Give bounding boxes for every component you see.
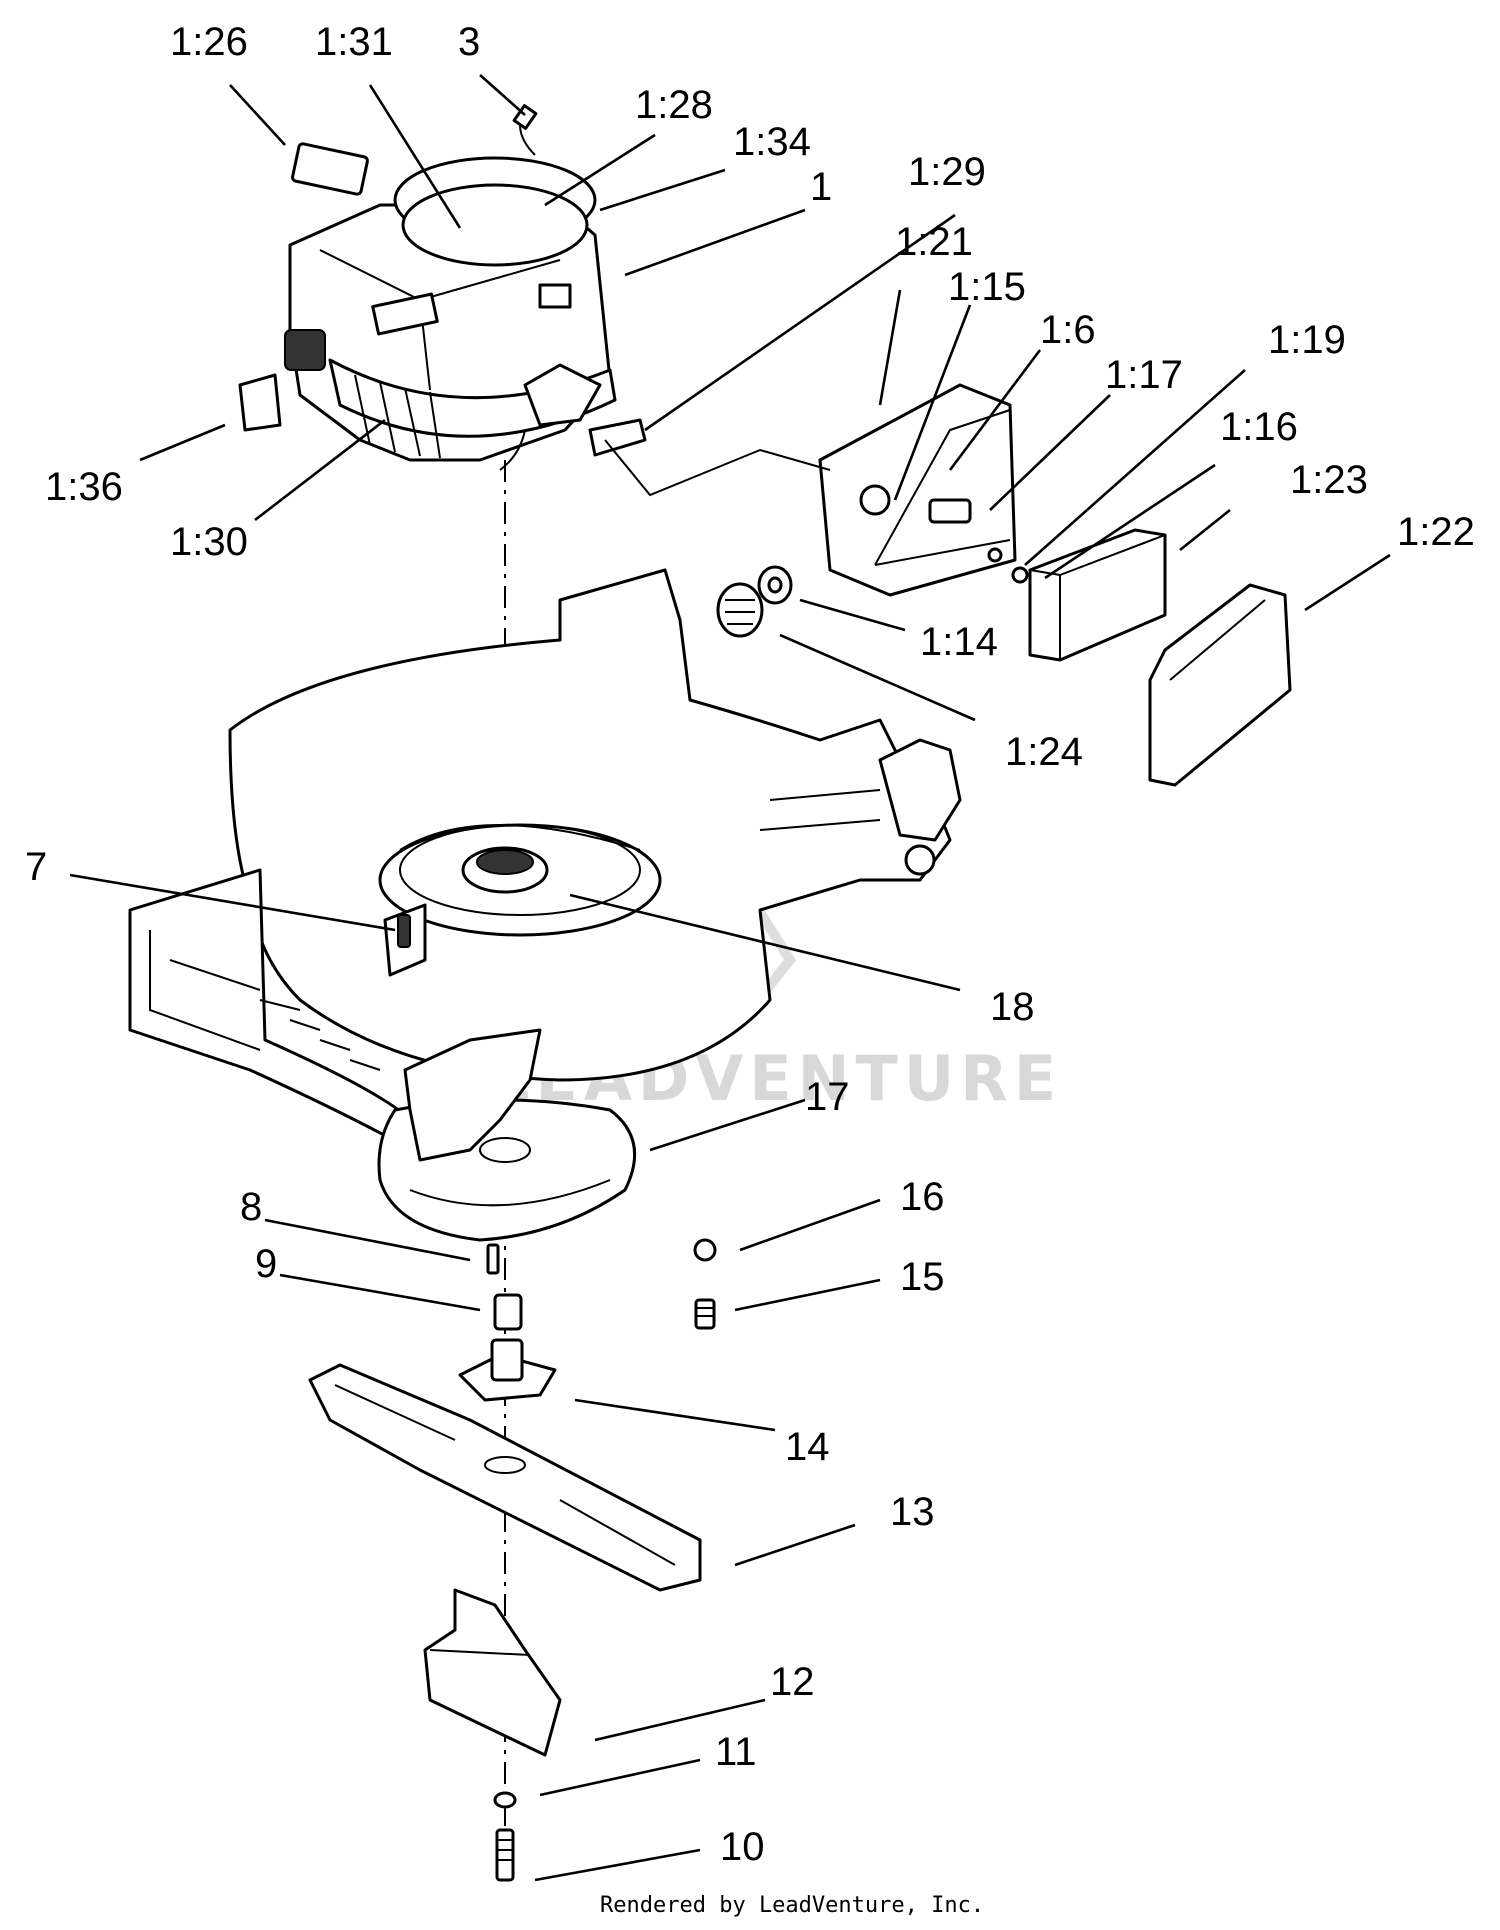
callout-1-19: 1:19 xyxy=(1268,318,1346,362)
callout-1-23: 1:23 xyxy=(1290,458,1368,502)
callout-1-29: 1:29 xyxy=(908,150,986,194)
footer-credit: Rendered by LeadVenture, Inc. xyxy=(600,1893,984,1918)
callout-1-22: 1:22 xyxy=(1397,510,1475,554)
callout-1-31: 1:31 xyxy=(315,20,393,64)
blade xyxy=(308,1363,702,1592)
callout-1-24: 1:24 xyxy=(1005,730,1083,774)
blade-adapter xyxy=(458,1243,557,1402)
callout-15: 15 xyxy=(900,1255,945,1299)
callout-1-14: 1:14 xyxy=(920,620,998,664)
hardware-nut-bolt xyxy=(693,1238,717,1330)
callout-13: 13 xyxy=(890,1490,935,1534)
baffle xyxy=(377,1028,637,1242)
callout-7: 7 xyxy=(25,845,47,889)
callout-1-16: 1:16 xyxy=(1220,405,1298,449)
callout-17: 17 xyxy=(805,1075,850,1119)
callout-18: 18 xyxy=(990,985,1035,1029)
blade-bolt xyxy=(493,1791,517,1882)
callout-1-28: 1:28 xyxy=(635,83,713,127)
callout-1-6: 1:6 xyxy=(1040,308,1096,352)
callout-16: 16 xyxy=(900,1175,945,1219)
callout-1: 1 xyxy=(810,165,832,209)
callout-1-34: 1:34 xyxy=(733,120,811,164)
callout-10: 10 xyxy=(720,1825,765,1869)
callout-1-21: 1:21 xyxy=(895,220,973,264)
callout-14: 14 xyxy=(785,1425,830,1469)
callout-1-30: 1:30 xyxy=(170,520,248,564)
mulching-plate xyxy=(423,1588,562,1757)
callout-1-36: 1:36 xyxy=(45,465,123,509)
callout-8: 8 xyxy=(240,1185,262,1229)
air-cleaner xyxy=(604,383,1292,787)
callout-1-26: 1:26 xyxy=(170,20,248,64)
callout-labels: 1:26 1:31 3 1:28 1:34 1 1:29 1:21 1:15 1… xyxy=(25,20,1475,1869)
callout-1-15: 1:15 xyxy=(948,265,1026,309)
engine xyxy=(238,104,647,480)
mower-deck xyxy=(128,568,962,1157)
callout-11: 11 xyxy=(715,1730,757,1774)
callout-3: 3 xyxy=(458,20,480,64)
callout-12: 12 xyxy=(770,1660,815,1704)
leader-lines xyxy=(69,74,1391,1882)
callout-9: 9 xyxy=(255,1242,277,1286)
callout-1-17: 1:17 xyxy=(1105,353,1183,397)
